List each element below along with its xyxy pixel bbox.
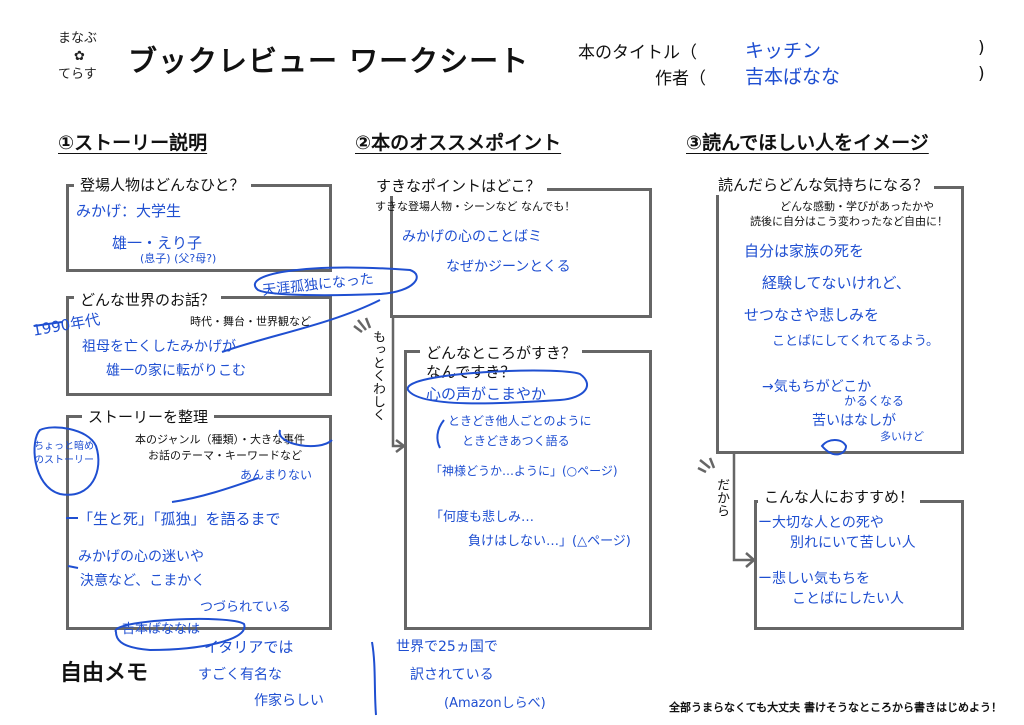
why-note-4: 「神様どうか…ように」(○ページ)	[430, 464, 618, 478]
characters-note-2: 雄一・えり子	[112, 234, 203, 252]
feel-sub-2: 読後に自分はこう変わったなど自由に！	[750, 215, 948, 228]
arrow-more-head-icon	[395, 439, 407, 453]
recommend-note-2: 別れにいて苦しい人	[790, 535, 916, 551]
why-note-2: ときどき他人ごとのように	[448, 414, 592, 428]
logo-line1: まなぶ	[58, 31, 98, 46]
feel-note-3: せつなさや悲しみを	[744, 306, 880, 324]
feel-note-4: ことばにしてくれてるよう。	[772, 334, 940, 349]
feel-note-8: 多いけど	[880, 430, 924, 443]
memo-note-3: すごく有名な	[198, 667, 282, 683]
why-note-3: ときどきあつく語る	[462, 434, 570, 448]
story-note-2: あんまりない	[240, 468, 313, 482]
world-label: どんな世界のお話？	[74, 289, 222, 310]
feel-note-1: 自分は家族の死を	[744, 242, 865, 260]
story-note-5: 決意など、こまかく	[80, 573, 206, 589]
why-note-1: 心の声がこまやか	[426, 385, 547, 403]
section-story-heading: ①ストーリー説明	[58, 132, 208, 154]
like-point-sub: すきな登場人物・シーンなど なんでも！	[375, 200, 576, 213]
world-note-3: 雄一の家に転がりこむ	[106, 363, 246, 379]
why-note-5: 「何度も悲しみ…	[430, 510, 535, 525]
why-note-6: 負けはしない…」(△ページ)	[468, 534, 631, 549]
recommend-note-1: ー大切な人との死や	[758, 515, 884, 531]
feel-note-2: 経験してないけれど、	[762, 274, 911, 292]
feel-note-6: かるくなる	[844, 394, 905, 408]
story-note-1: ちょっと暗めのストーリー	[34, 441, 94, 466]
author-value[interactable]: 吉本ばなな	[745, 66, 841, 88]
memo-note-5: 世界で25ヵ国で	[396, 639, 498, 655]
book-title-value[interactable]: キッチン	[745, 40, 822, 62]
memo-note-1: 吉本ばななは	[122, 622, 201, 637]
memo-note-6: 訳されている	[410, 667, 494, 683]
spark-because-icon	[697, 457, 716, 474]
characters-note-3: (息子) (父?母?)	[140, 252, 217, 265]
feel-label: 読んだらどんな気持ちになる？	[712, 174, 935, 195]
recommend-note-4: ことばにしたい人	[792, 591, 904, 607]
memo-divider-icon	[371, 641, 377, 716]
like-point-note-2: なぜかジーンとくる	[446, 259, 571, 275]
arrow-because-head-icon	[745, 552, 756, 568]
page-title: ブックレビュー ワークシート	[128, 44, 530, 78]
like-point-note-1: みかげの心のことばミ	[402, 229, 542, 245]
characters-label: 登場人物はどんなひと？	[74, 174, 251, 195]
world-note-2: 祖母を亡くしたみかげが	[82, 339, 236, 355]
arrow-because-icon	[732, 454, 754, 562]
world-sub: 時代・舞台・世界観など	[190, 315, 311, 328]
recommend-label: こんな人におすすめ！	[758, 486, 921, 507]
section-reader-image-heading: ③読んでほしい人をイメージ	[686, 132, 929, 154]
story-note-4: みかげの心の迷いや	[78, 549, 204, 565]
feel-note-5: →気もちがどこか	[762, 379, 872, 395]
recommend-note-3: ー悲しい気もちを	[758, 571, 870, 587]
characters-note-1: みかげ：大学生	[76, 202, 182, 220]
book-title-label: 本のタイトル（	[578, 43, 697, 63]
story-sub-2: お話のテーマ・キーワードなど	[148, 449, 302, 462]
author-label: 作者（	[655, 69, 706, 89]
hint-more-detail: もっとくわしく	[370, 330, 385, 421]
story-sub-1: 本のジャンル（種類）・大きな事件	[135, 433, 305, 446]
section-recommend-point-heading: ②本のオススメポイント	[355, 132, 562, 154]
logo-star-icon: ✿	[74, 49, 85, 64]
why-label-2: なんですき？	[420, 361, 522, 382]
memo-note-7: (Amazonしらべ)	[444, 696, 546, 711]
memo-note-4: 作家らしい	[254, 693, 324, 709]
story-note-3: 「生と死」「孤独」を語るまで	[78, 510, 281, 528]
why-label: どんなところがすき？	[420, 342, 583, 363]
logo-line2: てらす	[58, 67, 97, 82]
book-title-close: )	[978, 38, 985, 58]
logo: まなぶ ✿ てらす	[58, 30, 110, 86]
arrow-more-icon	[391, 318, 404, 448]
hint-because: だから	[714, 478, 729, 517]
story-note-6: つづられている	[200, 600, 291, 615]
story-label: ストーリーを整理	[82, 406, 215, 427]
author-close: )	[978, 64, 985, 84]
footer-note: 全部うまらなくても大丈夫 書けそうなところから書きはじめよう！	[669, 701, 1002, 714]
feel-note-7: 苦いはなしが	[812, 413, 896, 429]
like-point-label: すきなポイントはどこ？	[370, 175, 547, 196]
memo-label: 自由メモ	[60, 661, 149, 686]
memo-note-2: イタリアでは	[204, 638, 294, 656]
feel-sub-1: どんな感動・学びがあったかや	[780, 200, 934, 213]
